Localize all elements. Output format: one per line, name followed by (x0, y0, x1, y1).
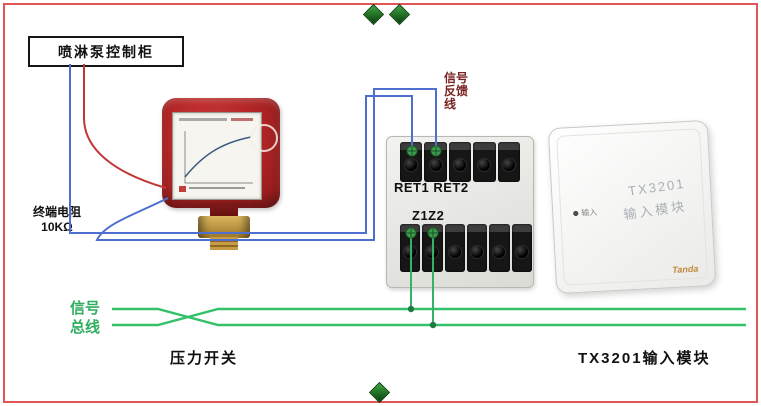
terminal-cell (400, 142, 423, 182)
pressure-switch (160, 96, 284, 254)
spray-pump-control-cabinet-box: 喷淋泵控制柜 (28, 36, 184, 67)
terminal-cell (466, 224, 488, 272)
brass-hex-fitting (198, 216, 250, 238)
cabinet-label: 喷淋泵控制柜 (58, 43, 154, 60)
terminal-cell (422, 224, 443, 272)
module-brand-label: Tanda (671, 263, 699, 275)
terminal-cell (473, 142, 496, 182)
signal-feedback-line-label: 信号 反馈 线 (444, 72, 474, 111)
caption-input-module: TX3201输入模块 (578, 350, 711, 367)
terminal-cell (400, 224, 421, 272)
led-indicator-icon (573, 210, 579, 217)
module-port-label: 输入 (573, 207, 598, 219)
bus-label-line: 信号 (70, 300, 101, 317)
pressure-switch-label-plate (172, 112, 262, 200)
terminal-strip-top (400, 142, 521, 182)
terminal-cell (497, 142, 521, 182)
z-terminals-label: Z1Z2 (412, 208, 445, 223)
terminal-cell (444, 224, 465, 272)
module-model-label: TX3201 (627, 175, 687, 199)
terminal-block: RET1 RET2 Z1Z2 (386, 136, 534, 288)
tx3201-input-module: TX3201 输入模块 输入 Tanda (547, 119, 717, 295)
terminal-resistor-label: 终端电阻 10KΩ (24, 205, 90, 235)
threaded-stud (210, 237, 238, 250)
bus-label-line: 总线 (70, 319, 101, 336)
terminal-cell (511, 224, 532, 272)
resistor-value: 10KΩ (41, 220, 73, 234)
terminal-cell (424, 142, 447, 182)
feedback-label-line: 反馈 (444, 84, 469, 98)
module-name-label: 输入模块 (622, 198, 689, 223)
gauge-curve-icon (179, 118, 253, 192)
certification-ring-icon (250, 124, 278, 152)
terminal-cell (489, 224, 510, 272)
feedback-label-line: 线 (444, 97, 457, 111)
terminal-cell (448, 142, 472, 182)
feedback-label-line: 信号 (444, 71, 469, 85)
ret-terminals-label: RET1 RET2 (394, 180, 469, 195)
resistor-label-line: 终端电阻 (32, 205, 81, 219)
signal-bus-label: 信号 总线 (70, 299, 100, 337)
pressure-switch-body (162, 98, 280, 208)
module-port-text: 输入 (581, 207, 598, 218)
caption-pressure-switch: 压力开关 (170, 350, 239, 367)
terminal-strip-bottom (400, 224, 532, 272)
